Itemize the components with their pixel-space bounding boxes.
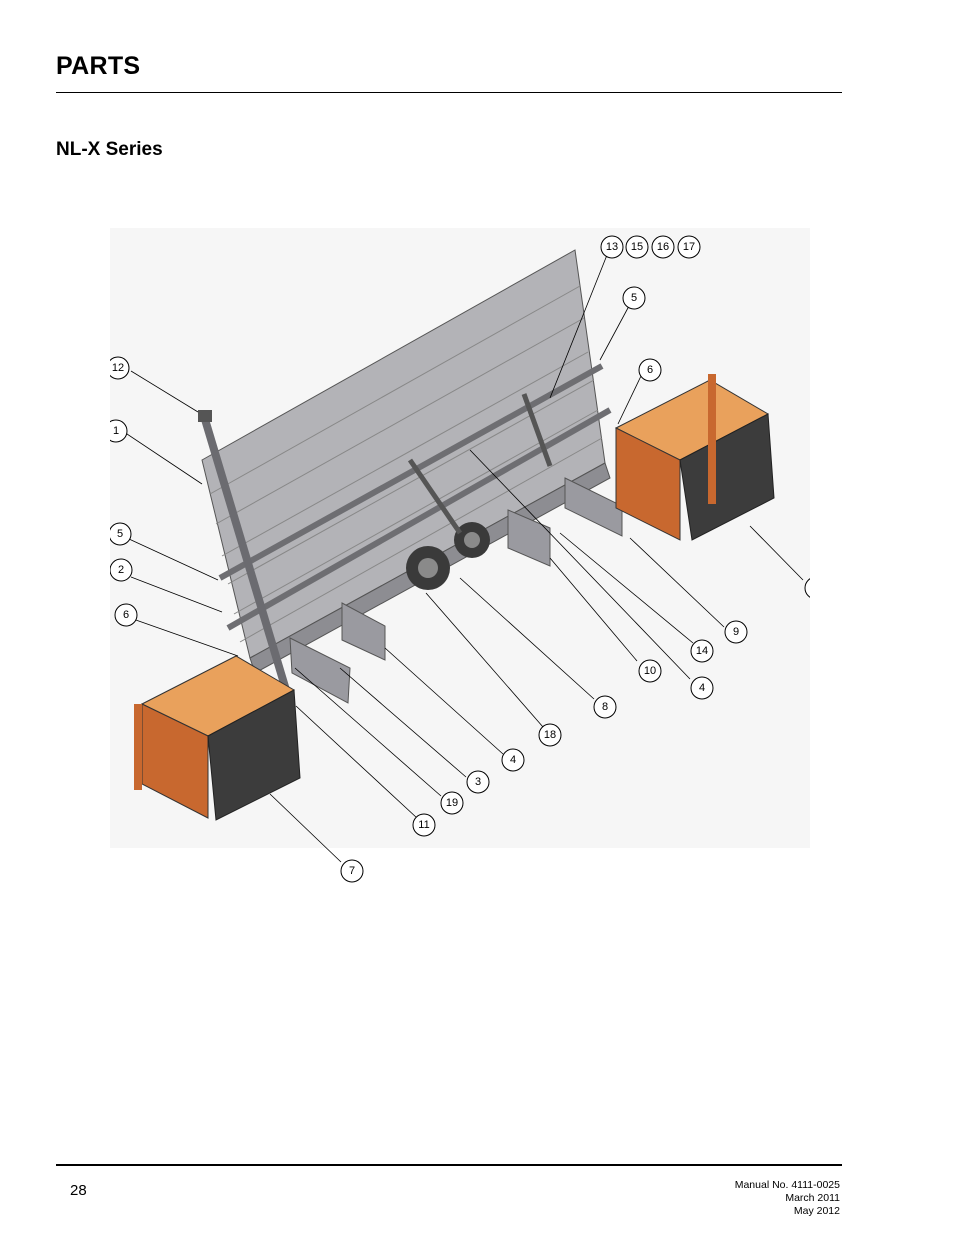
callout-9: 9 bbox=[724, 620, 748, 644]
callout-11: 11 bbox=[412, 813, 436, 837]
svg-text:2: 2 bbox=[118, 564, 124, 576]
page-number: 28 bbox=[70, 1182, 87, 1199]
revision-date-2: May 2012 bbox=[793, 1205, 840, 1217]
svg-text:15: 15 bbox=[631, 241, 643, 253]
callout-6-left: 6 bbox=[114, 603, 138, 627]
svg-text:4: 4 bbox=[510, 754, 516, 766]
callout-5-left: 5 bbox=[110, 522, 132, 546]
callout-16: 16 bbox=[651, 235, 675, 259]
callout-3: 3 bbox=[466, 770, 490, 794]
callout-4-right: 4 bbox=[690, 676, 714, 700]
footer-divider bbox=[56, 1164, 842, 1166]
svg-text:12: 12 bbox=[112, 362, 124, 374]
svg-text:17: 17 bbox=[683, 241, 695, 253]
svg-text:3: 3 bbox=[475, 776, 481, 788]
svg-text:6: 6 bbox=[123, 609, 129, 621]
callout-6-top: 6 bbox=[638, 358, 662, 382]
svg-text:16: 16 bbox=[657, 241, 669, 253]
svg-text:10: 10 bbox=[644, 665, 656, 677]
svg-text:13: 13 bbox=[606, 241, 618, 253]
svg-text:19: 19 bbox=[446, 797, 458, 809]
svg-text:1: 1 bbox=[113, 425, 119, 437]
callout-7-left: 7 bbox=[340, 859, 364, 883]
callout-5-top: 5 bbox=[622, 286, 646, 310]
hinge-tubes bbox=[218, 363, 612, 631]
manual-info: Manual No. 4111-0025 March 2011 May 2012 bbox=[735, 1179, 840, 1218]
callout-4-left: 4 bbox=[501, 748, 525, 772]
callout-19: 19 bbox=[440, 791, 464, 815]
svg-text:6: 6 bbox=[647, 364, 653, 376]
revision-date-1: March 2011 bbox=[785, 1192, 840, 1204]
callout-2: 2 bbox=[110, 558, 133, 582]
svg-text:9: 9 bbox=[733, 626, 739, 638]
bumper-right bbox=[614, 374, 775, 541]
callout-13: 13 bbox=[600, 235, 624, 259]
callouts: 13 15 16 17 5 12 6 1 5 2 6 7 9 14 4 10 8… bbox=[110, 235, 810, 883]
callout-14: 14 bbox=[690, 639, 714, 663]
svg-text:5: 5 bbox=[117, 528, 123, 540]
callout-10: 10 bbox=[638, 659, 662, 683]
header-divider bbox=[56, 92, 842, 93]
springs bbox=[406, 393, 553, 590]
callout-18: 18 bbox=[538, 723, 562, 747]
manual-number: Manual No. 4111-0025 bbox=[734, 1179, 840, 1191]
page-title: PARTS bbox=[56, 52, 141, 80]
svg-text:18: 18 bbox=[544, 729, 556, 741]
callout-12: 12 bbox=[110, 356, 130, 380]
svg-text:8: 8 bbox=[602, 701, 608, 713]
parts-exploded-diagram: 13 15 16 17 5 12 6 1 5 2 6 7 9 14 4 10 8… bbox=[110, 228, 810, 883]
callout-17: 17 bbox=[677, 235, 701, 259]
lip-keepers bbox=[289, 477, 623, 704]
section-title: NL-X Series bbox=[56, 139, 163, 160]
svg-text:14: 14 bbox=[696, 645, 708, 657]
leader-lines bbox=[123, 254, 804, 863]
lever-rod bbox=[198, 410, 290, 692]
callout-1: 1 bbox=[110, 419, 128, 443]
callout-8: 8 bbox=[593, 695, 617, 719]
svg-text:4: 4 bbox=[699, 682, 705, 694]
svg-text:5: 5 bbox=[631, 292, 637, 304]
callout-7-right: 7 bbox=[804, 578, 810, 598]
svg-text:11: 11 bbox=[418, 819, 429, 831]
bumper-left bbox=[134, 655, 301, 821]
callout-15: 15 bbox=[625, 235, 649, 259]
svg-text:7: 7 bbox=[349, 865, 355, 877]
